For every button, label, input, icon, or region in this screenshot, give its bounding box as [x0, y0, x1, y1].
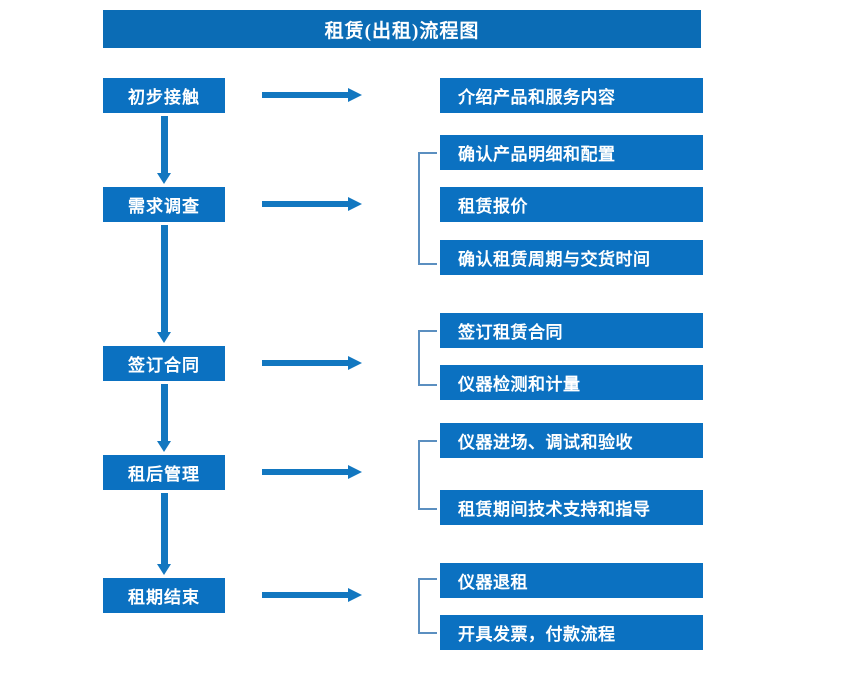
detail-box-7[interactable]: 仪器进场、调试和验收 — [440, 423, 703, 458]
right-arrow-icon-2 — [262, 197, 362, 211]
right-arrow-icon-1 — [262, 88, 362, 102]
stage-box-3[interactable]: 签订合同 — [103, 346, 225, 381]
detail-box-6[interactable]: 仪器检测和计量 — [440, 365, 703, 400]
detail-box-3[interactable]: 租赁报价 — [440, 187, 703, 222]
stage-box-1[interactable]: 初步接触 — [103, 78, 225, 113]
stage-box-5[interactable]: 租期结束 — [103, 578, 225, 613]
stage-box-4[interactable]: 租后管理 — [103, 455, 225, 490]
detail-box-8[interactable]: 租赁期间技术支持和指导 — [440, 490, 703, 525]
down-arrow-icon-2 — [157, 225, 171, 343]
down-arrow-icon-3 — [157, 384, 171, 452]
group-bracket-4 — [418, 578, 437, 634]
detail-box-4[interactable]: 确认租赁周期与交货时间 — [440, 240, 703, 275]
detail-box-5[interactable]: 签订租赁合同 — [440, 313, 703, 348]
detail-box-1[interactable]: 介绍产品和服务内容 — [440, 78, 703, 113]
group-bracket-1 — [418, 152, 437, 265]
detail-box-10[interactable]: 开具发票，付款流程 — [440, 615, 703, 650]
right-arrow-icon-4 — [262, 465, 362, 479]
right-arrow-icon-5 — [262, 588, 362, 602]
detail-box-9[interactable]: 仪器退租 — [440, 563, 703, 598]
stage-box-2[interactable]: 需求调查 — [103, 187, 225, 222]
group-bracket-2 — [418, 330, 437, 386]
page-title: 租赁(出租)流程图 — [103, 10, 701, 48]
detail-box-2[interactable]: 确认产品明细和配置 — [440, 135, 703, 170]
right-arrow-icon-3 — [262, 356, 362, 370]
down-arrow-icon-4 — [157, 493, 171, 575]
down-arrow-icon-1 — [157, 116, 171, 184]
group-bracket-3 — [418, 440, 437, 510]
